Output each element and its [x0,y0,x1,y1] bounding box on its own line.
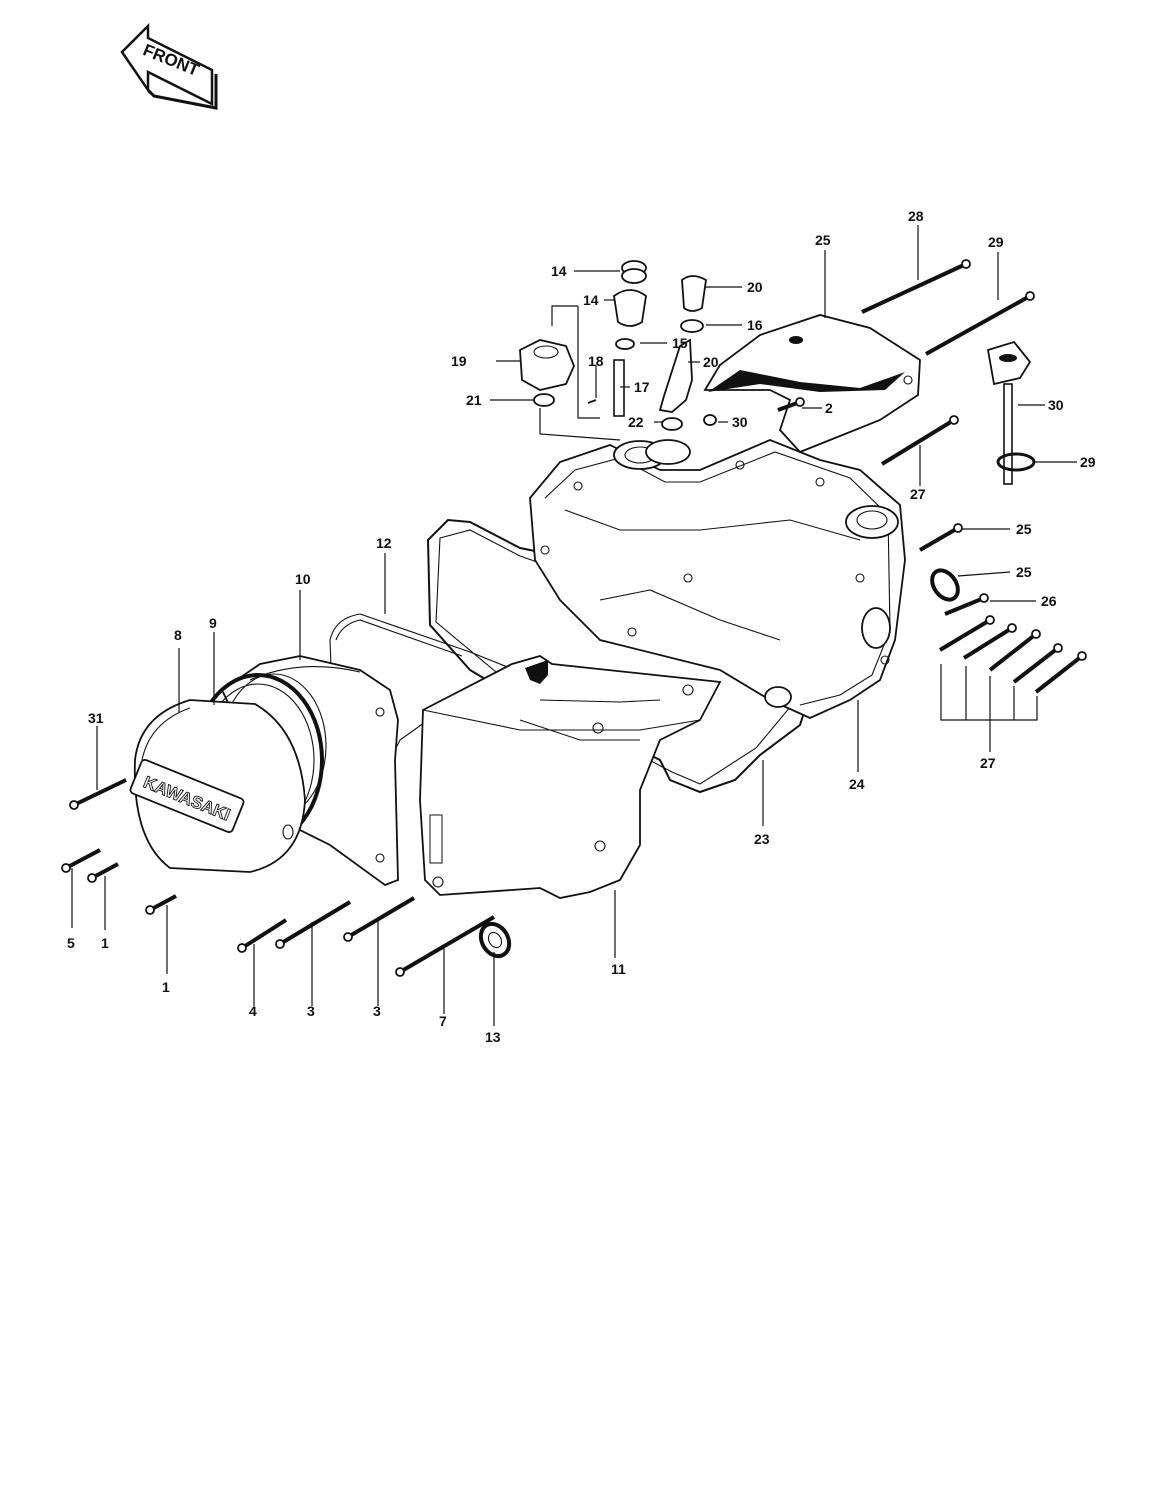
callout-10: 12 [376,535,392,551]
callout-9: 11 [611,961,626,977]
front-arrow: FRONT [120,22,218,110]
callout-29: 29 [1080,454,1096,470]
callout-4-right: 4 [249,1003,257,1019]
callout-31: 31 [88,710,104,726]
callout-12: 14 [551,263,567,279]
crankcase-cover-22 [529,439,906,719]
callout-26: 27 [910,486,926,502]
callout-22: 24 [849,776,865,792]
callout-4-left: 5 [67,935,75,951]
oil-seal-24 [930,568,960,602]
callout-15: 17 [634,379,650,395]
callout-19: 20 [703,354,719,370]
leader-lines [71,225,1077,1026]
callout-25-top: 25 [1016,521,1032,537]
tach-drive-group [519,260,717,431]
callout-8: 10 [295,571,311,587]
callout-25-mid: 26 [1041,593,1057,609]
callout-7: 9 [209,615,217,631]
generator-cover-6: KAWASAKI [129,699,306,873]
callout-27-left: 28 [908,208,924,224]
oil-seal-11 [478,921,512,959]
callout-28: 30 [1048,397,1064,413]
callout-14-left: 15 [672,335,688,351]
callout-1-upper: 1 [101,935,109,951]
clutch-cover-9 [419,655,722,899]
callout-21: 23 [754,831,770,847]
callout-24: 25 [1016,564,1032,580]
callout-13: 14 [583,292,599,308]
callout-11: 13 [485,1029,501,1045]
callout-20-left: 21 [466,392,482,408]
callout-16: 18 [588,353,604,369]
callout-14-right: 16 [747,317,763,333]
callout-18: 20 [747,279,763,295]
callout-3-left: 3 [307,1003,315,1019]
callout-6: 8 [174,627,182,643]
callout-5: 7 [439,1013,447,1029]
callout-27-right: 29 [988,234,1004,250]
callout-1-lower: 1 [162,979,170,995]
callout-17: 19 [451,353,467,369]
callout-labels: 31 8 9 10 12 5 1 1 4 3 3 7 13 11 23 24 2… [67,208,1096,1045]
callout-3-right: 3 [373,1003,381,1019]
callout-30: 30 [732,414,748,430]
screws [61,259,1087,977]
callout-2: 2 [825,400,833,416]
gear-cover-23 [703,314,921,454]
oil-gauge-28 [986,340,1036,485]
callout-20-right: 22 [628,414,644,430]
callout-25-bottom: 27 [980,755,996,771]
callout-23: 25 [815,232,831,248]
